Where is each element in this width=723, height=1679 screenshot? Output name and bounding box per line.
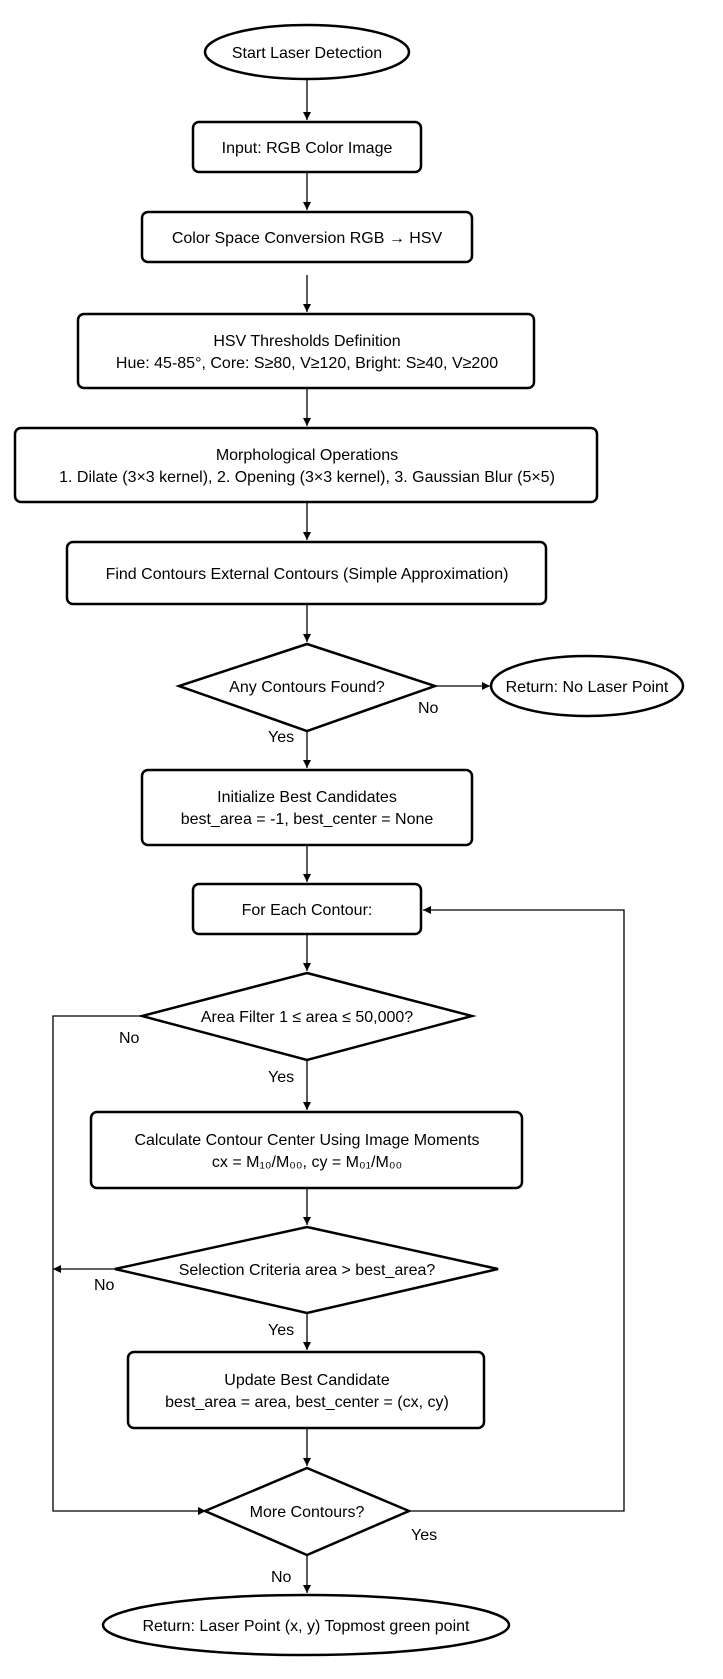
edges — [52, 79, 625, 1593]
node-more — [201, 1466, 413, 1557]
node-input — [191, 120, 423, 174]
node-selection — [114, 1225, 499, 1315]
edge-label-area-no: No — [119, 1030, 140, 1047]
calc-center-title: Calculate Contour Center Using Image Mom… — [134, 1132, 479, 1149]
start-label: Start Laser Detection — [232, 45, 382, 62]
node-labels: Start Laser Detection Input: RGB Color I… — [59, 45, 669, 1635]
nodes — [13, 23, 685, 1657]
edge-label-any-no: No — [418, 700, 439, 717]
thresholds-detail: Hue: 45-85°, Core: S≥80, V≥120, Bright: … — [116, 355, 498, 372]
more-label: More Contours? — [250, 1504, 365, 1521]
node-area-filter — [137, 971, 477, 1062]
init-title: Initialize Best Candidates — [217, 789, 397, 806]
convert-label: Color Space Conversion RGB → HSV — [172, 230, 443, 247]
node-any-found — [175, 642, 439, 733]
selection-label: Selection Criteria area > best_area? — [179, 1262, 436, 1279]
node-start — [203, 23, 411, 81]
any-found-label: Any Contours Found? — [229, 679, 385, 696]
edge-label-area-yes: Yes — [268, 1069, 294, 1086]
node-contours — [65, 540, 548, 606]
edge-more-yes-loop — [409, 906, 625, 1512]
node-update — [126, 1350, 486, 1430]
no-laser-label: Return: No Laser Point — [506, 679, 669, 696]
area-filter-label: Area Filter 1 ≤ area ≤ 50,000? — [201, 1009, 413, 1026]
for-each-label: For Each Contour: — [242, 902, 373, 919]
edge-label-more-yes: Yes — [411, 1527, 437, 1544]
return-point-label: Return: Laser Point (x, y) Topmost green… — [143, 1618, 471, 1635]
calc-center-detail: cx = M₁₀/M₀₀, cy = M₀₁/M₀₀ — [212, 1154, 402, 1171]
contours-label: Find Contours External Contours (Simple … — [106, 566, 509, 583]
morph-detail: 1. Dilate (3×3 kernel), 2. Opening (3×3 … — [59, 469, 555, 486]
edge-areafilter-no-loop — [52, 1015, 206, 1515]
thresholds-title: HSV Thresholds Definition — [213, 333, 400, 350]
edge-label-any-yes: Yes — [268, 729, 294, 746]
update-title: Update Best Candidate — [224, 1372, 390, 1389]
morph-title: Morphological Operations — [216, 447, 398, 464]
node-return-point — [101, 1593, 511, 1657]
node-convert — [140, 210, 474, 264]
init-detail: best_area = -1, best_center = None — [181, 811, 434, 828]
update-detail: best_area = area, best_center = (cx, cy) — [165, 1394, 449, 1411]
node-for-each — [191, 882, 423, 936]
node-no-laser — [489, 654, 685, 718]
node-morph — [13, 426, 599, 504]
node-thresholds — [76, 312, 536, 390]
edge-labels: No Yes No Yes No Yes Yes No — [94, 700, 439, 1586]
node-calc-center — [89, 1110, 524, 1190]
node-init — [140, 768, 474, 847]
edge-label-sel-no: No — [94, 1277, 115, 1294]
edge-label-sel-yes: Yes — [268, 1322, 294, 1339]
input-label: Input: RGB Color Image — [222, 140, 393, 157]
edge-label-more-no: No — [271, 1569, 292, 1586]
